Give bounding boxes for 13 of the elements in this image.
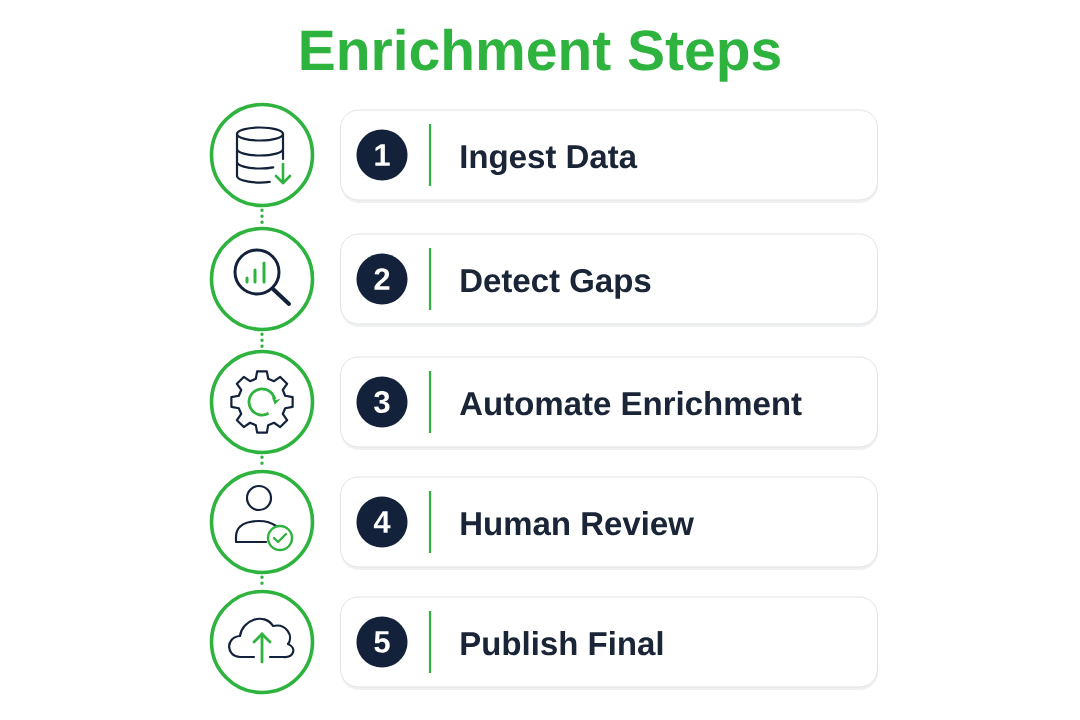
number-badge: 1 bbox=[356, 129, 408, 181]
dotted-connector bbox=[260, 208, 264, 226]
title: Enrichment Steps bbox=[301, 28, 780, 82]
icon-circle bbox=[209, 589, 315, 695]
number-badge: 3 bbox=[356, 376, 408, 428]
icon-circle bbox=[209, 102, 315, 208]
number-badge: 5 bbox=[356, 616, 408, 668]
number-badge: 4 bbox=[356, 496, 408, 548]
icon-circle bbox=[209, 226, 315, 332]
icon-circle bbox=[209, 469, 315, 575]
icon-circle bbox=[209, 349, 315, 455]
dotted-connector bbox=[260, 332, 264, 349]
number-badge: 2 bbox=[356, 253, 408, 305]
